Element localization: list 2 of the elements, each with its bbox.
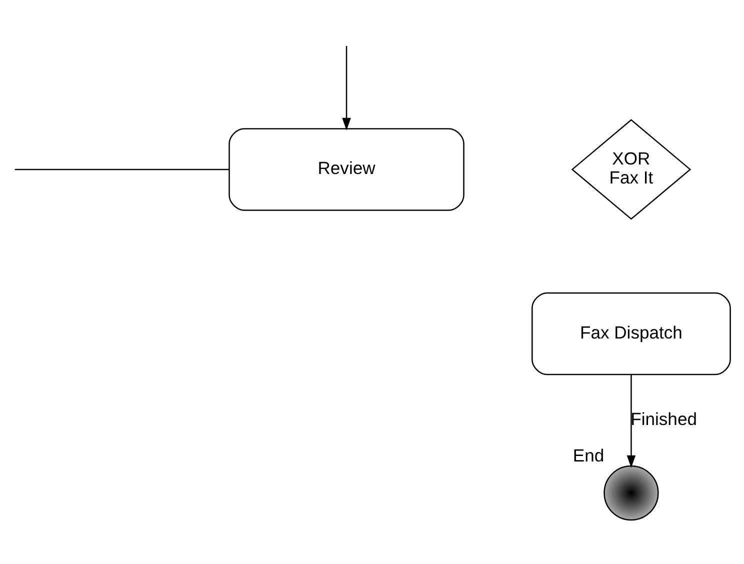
edge-label: Finished <box>630 408 697 428</box>
node-label: End <box>572 444 604 465</box>
